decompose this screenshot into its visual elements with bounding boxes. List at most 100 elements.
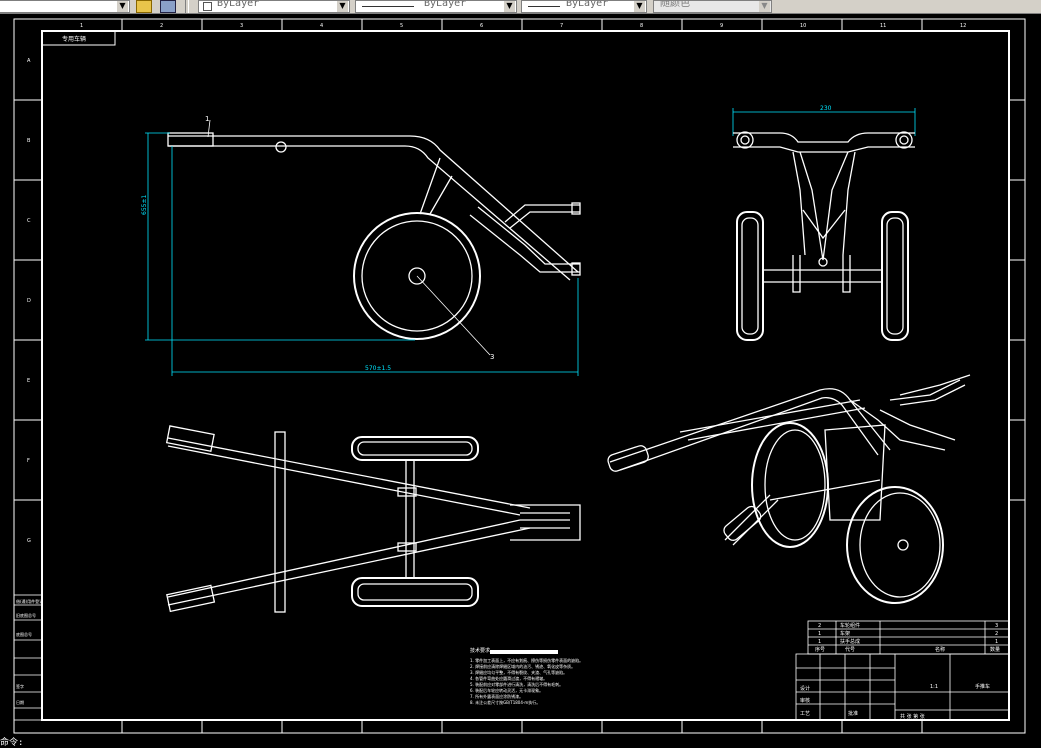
svg-text:10: 10 xyxy=(800,23,806,29)
color-swatch-icon xyxy=(203,2,212,11)
notes-body: 1. 零件加工表面上，不应有划痕、擦伤等损伤零件表面的缺陷。 2. 焊接前应清除… xyxy=(470,657,583,705)
sheet-outer-border xyxy=(13,18,1026,734)
svg-text:C: C xyxy=(27,218,31,224)
svg-text:签字: 签字 xyxy=(16,683,24,689)
svg-text:序号: 序号 xyxy=(815,646,825,653)
side-table-labels: 借(通)用件登记 旧底图总号 底图总号 签字 日期 xyxy=(16,598,43,705)
layer-combo[interactable]: ▼ xyxy=(0,0,130,13)
svg-text:1: 1 xyxy=(818,639,821,645)
plotstyle-combo-value: 随颜色 xyxy=(660,0,690,9)
svg-text:12: 12 xyxy=(960,23,966,29)
svg-text:2: 2 xyxy=(995,631,998,637)
svg-text:1: 1 xyxy=(80,23,83,29)
svg-text:3. 焊缝应均匀平整，不得有裂纹、夹渣、气孔等缺陷。: 3. 焊缝应均匀平整，不得有裂纹、夹渣、气孔等缺陷。 xyxy=(470,669,567,675)
svg-text:日期: 日期 xyxy=(16,699,24,705)
side-view xyxy=(167,119,581,356)
title-tab xyxy=(41,30,116,46)
svg-text:3: 3 xyxy=(240,23,243,29)
svg-text:B: B xyxy=(27,138,31,144)
plotstyle-combo[interactable]: 随颜色 ▼ xyxy=(653,0,772,13)
chevron-down-icon[interactable]: ▼ xyxy=(634,1,645,12)
svg-text:2: 2 xyxy=(818,623,821,629)
svg-text:8. 未注公差尺寸按GB/T1804-m执行。: 8. 未注公差尺寸按GB/T1804-m执行。 xyxy=(470,699,540,705)
svg-text:8: 8 xyxy=(640,23,643,29)
svg-text:E: E xyxy=(27,378,30,384)
front-view xyxy=(733,131,915,341)
svg-text:A: A xyxy=(27,58,31,64)
svg-text:4: 4 xyxy=(320,23,323,29)
svg-text:2. 焊接前应清除焊缝区域内的油污、锈迹、氧化皮等杂质。: 2. 焊接前应清除焊缝区域内的油污、锈迹、氧化皮等杂质。 xyxy=(470,663,575,669)
notes-underline xyxy=(490,650,558,654)
svg-text:7: 7 xyxy=(560,23,563,29)
notes-heading: 技术要求 xyxy=(470,647,490,654)
title-block xyxy=(795,620,1010,721)
svg-text:1: 1 xyxy=(818,631,821,637)
svg-text:D: D xyxy=(27,298,31,304)
svg-text:7. 所有外露表面应涂防锈漆。: 7. 所有外露表面应涂防锈漆。 xyxy=(470,693,523,699)
svg-text:旧底图总号: 旧底图总号 xyxy=(16,612,36,618)
lineweight-combo-value: ByLayer xyxy=(566,0,609,9)
svg-text:代号: 代号 xyxy=(845,646,855,653)
svg-text:共 张 第 张: 共 张 第 张 xyxy=(900,713,925,720)
command-line[interactable]: 命令: xyxy=(0,735,24,748)
balloon-1: 1 xyxy=(205,115,209,123)
side-table xyxy=(13,594,43,721)
layer-previous-icon[interactable] xyxy=(160,0,176,13)
handle-grip-top-2 xyxy=(166,584,216,613)
lineweight-preview xyxy=(528,6,560,7)
top-view xyxy=(165,425,581,613)
svg-text:审核: 审核 xyxy=(800,697,810,704)
zone-ticks xyxy=(14,19,1025,733)
linetype-combo[interactable]: ByLayer ▼ xyxy=(355,0,517,13)
title-tab-label: 专用车辆 xyxy=(62,35,86,43)
svg-text:扶手总成: 扶手总成 xyxy=(840,638,860,645)
svg-text:6. 装配后车轮应转动灵活，无卡滞现象。: 6. 装配后车轮应转动灵活，无卡滞现象。 xyxy=(470,687,543,693)
svg-text:1: 1 xyxy=(995,639,998,645)
svg-text:名称: 名称 xyxy=(935,646,945,653)
dim-length: 570±1.5 xyxy=(365,365,391,372)
svg-text:G: G xyxy=(27,538,31,544)
chevron-down-icon[interactable]: ▼ xyxy=(337,1,348,12)
svg-text:5. 装配前应对零部件进行清洗，清洗后不得有毛刺。: 5. 装配前应对零部件进行清洗，清洗后不得有毛刺。 xyxy=(470,681,563,687)
color-combo-value: ByLayer xyxy=(217,0,260,9)
handle-grip-iso-1 xyxy=(607,445,649,472)
linetype-preview xyxy=(362,6,414,7)
svg-text:底图总号: 底图总号 xyxy=(16,631,32,637)
svg-text:借(通)用件登记: 借(通)用件登记 xyxy=(16,598,43,604)
svg-text:数量: 数量 xyxy=(990,646,1000,653)
properties-toolbar: ▼ ByLayer ▼ ByLayer ▼ ByLayer ▼ 随颜色 ▼ xyxy=(0,0,1041,14)
chevron-down-icon[interactable]: ▼ xyxy=(759,1,770,12)
svg-text:6: 6 xyxy=(480,23,483,29)
handle-grip-side xyxy=(167,132,214,147)
dim-width: 230 xyxy=(820,105,832,112)
svg-text:车架: 车架 xyxy=(840,630,850,637)
chevron-down-icon[interactable]: ▼ xyxy=(504,1,515,12)
color-combo[interactable]: ByLayer ▼ xyxy=(198,0,350,13)
layer-states-icon[interactable] xyxy=(136,0,152,13)
svg-text:2: 2 xyxy=(160,23,163,29)
bom-rows: 2 车轮组件 3 1 车架 2 1 扶手总成 1 序号 代号 名称 数量 手推车… xyxy=(800,622,1000,720)
svg-text:工艺: 工艺 xyxy=(800,711,810,717)
svg-text:9: 9 xyxy=(720,23,723,29)
handle-grip-top-1 xyxy=(165,425,215,452)
balloon-3: 3 xyxy=(490,353,494,361)
svg-text:批准: 批准 xyxy=(848,710,858,717)
side-dimensions xyxy=(145,108,916,376)
svg-text:F: F xyxy=(27,458,30,464)
drawing-name: 手推车 xyxy=(975,683,990,690)
linetype-combo-value: ByLayer xyxy=(424,0,467,9)
sheet-inner-border xyxy=(41,30,1010,721)
svg-text:车轮组件: 车轮组件 xyxy=(840,622,860,629)
svg-text:1. 零件加工表面上，不应有划痕、擦伤等损伤零件表面的缺陷。: 1. 零件加工表面上，不应有划痕、擦伤等损伤零件表面的缺陷。 xyxy=(470,657,583,663)
svg-text:3: 3 xyxy=(995,623,998,629)
svg-text:4. 各管件弯曲处应圆滑过渡，不得有褶皱。: 4. 各管件弯曲处应圆滑过渡，不得有褶皱。 xyxy=(470,675,547,681)
lineweight-combo[interactable]: ByLayer ▼ xyxy=(521,0,647,13)
svg-text:5: 5 xyxy=(400,23,403,29)
chevron-down-icon[interactable]: ▼ xyxy=(117,1,128,12)
svg-text:11: 11 xyxy=(880,23,886,29)
svg-text:设计: 设计 xyxy=(800,685,810,692)
svg-text:1:1: 1:1 xyxy=(930,684,938,690)
isometric-view xyxy=(607,374,971,604)
